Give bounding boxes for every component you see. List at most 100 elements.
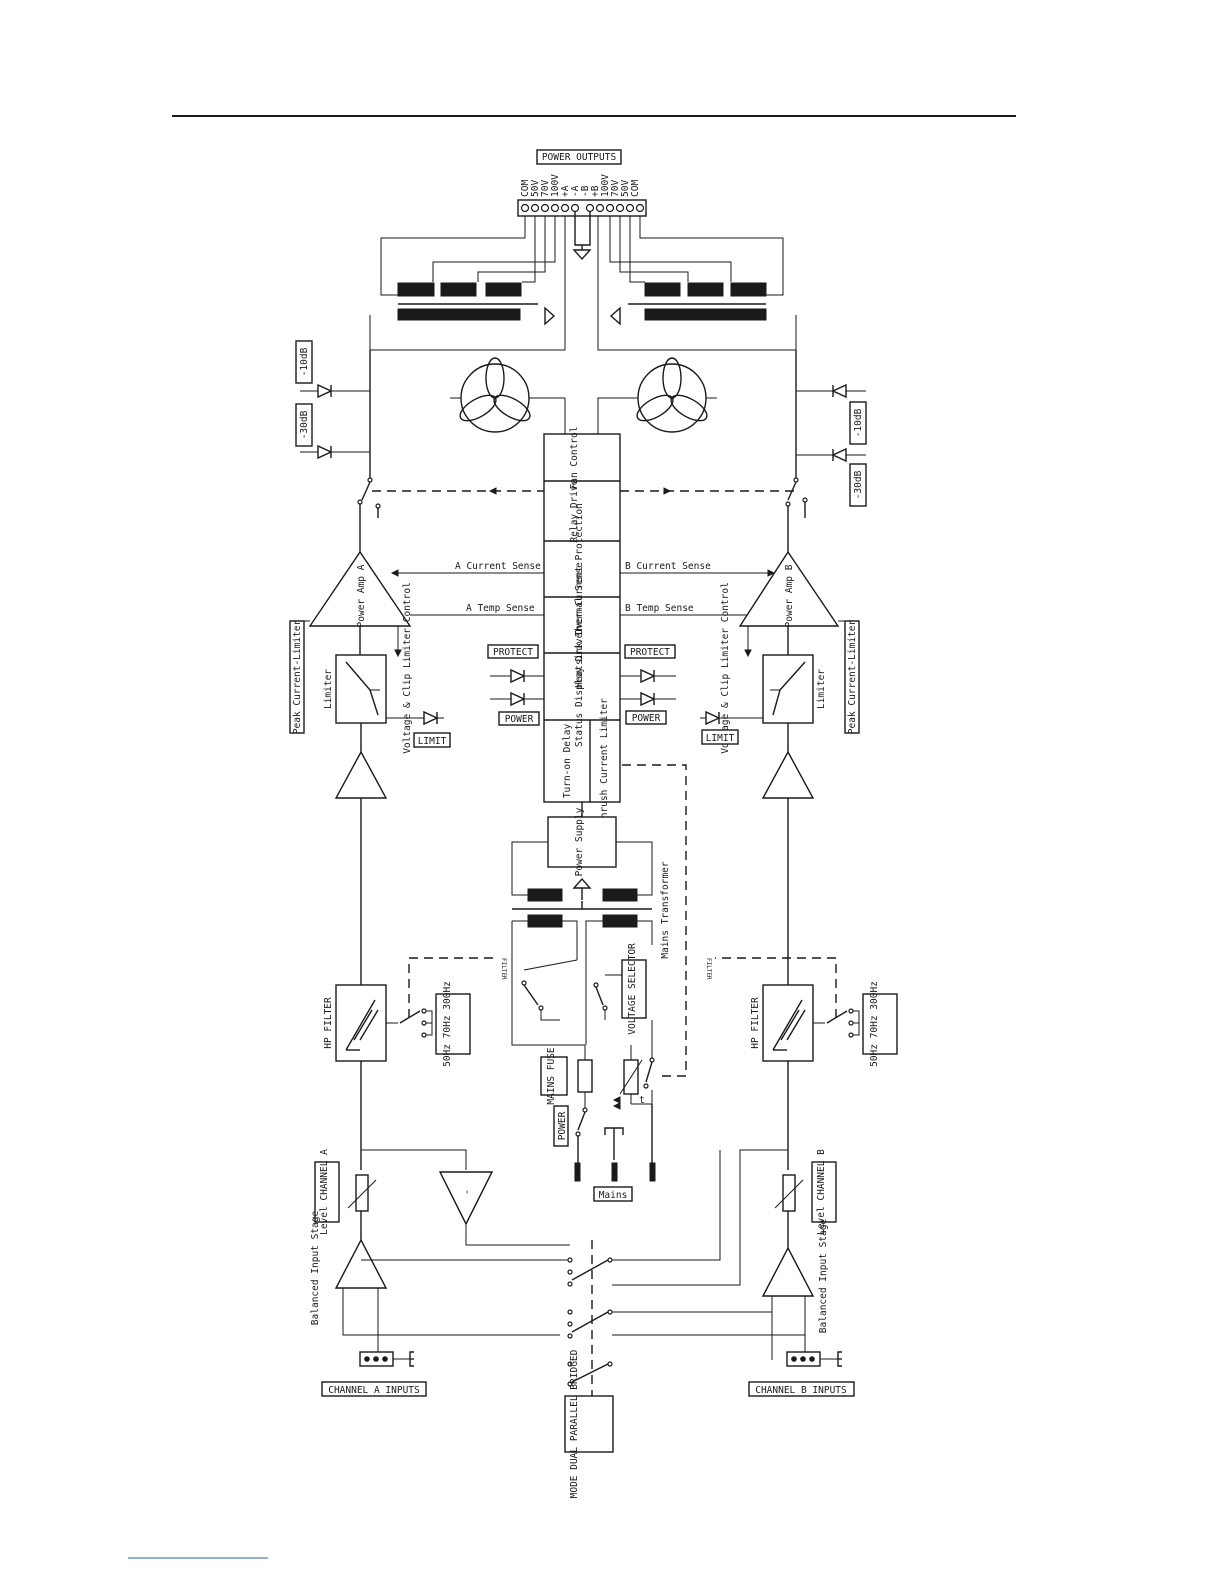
status-leds-b: PROTECT POWER — [620, 644, 676, 725]
terminal-label: COM — [520, 180, 531, 197]
power-amp-a: Power Amp A — [299, 550, 412, 658]
over-current-protection-label: Over-Current Protection — [574, 503, 585, 635]
protect-b-label: PROTECT — [630, 647, 670, 658]
limit-b-label: LIMIT — [706, 733, 735, 744]
power-outputs-block: POWER OUTPUTS COM 50V 70V 100V +A -A -B … — [517, 149, 647, 261]
led-minus30db-b-icon — [831, 447, 847, 463]
power-amp-b-label: Power Amp B — [784, 564, 795, 627]
b-current-sense-label: B Current Sense — [625, 561, 711, 572]
led-power-a-icon — [510, 691, 526, 707]
ground-icon — [572, 249, 592, 261]
filter-options-b-label: 50Hz 70Hz 300Hz — [869, 981, 880, 1067]
thermistor-t-label: t — [639, 1095, 645, 1106]
level-meter-b: -10dB -30dB — [795, 350, 867, 507]
terminal-labels: COM 50V 70V 100V +A -A -B +B 100V 70V 50… — [520, 174, 641, 197]
output-a-arrow-icon — [544, 306, 556, 326]
balanced-input-b-label: Balanced Input Stage — [818, 1219, 829, 1334]
limiter-b-label: Limiter — [816, 669, 827, 709]
limiter-a-label: Limiter — [323, 669, 334, 709]
minus-30db-b-label: -30dB — [853, 470, 864, 499]
led-protect-a-icon — [510, 668, 526, 684]
terminal-label: +B — [590, 185, 601, 197]
terminal-label: 100V — [550, 174, 561, 197]
voltage-selector-label: VOLTAGE SELECTOR — [627, 943, 638, 1035]
voltage-clip-a-label: Voltage & Clip Limiter Control — [402, 582, 413, 754]
channel-a-inputs-label: CHANNEL A INPUTS — [328, 1385, 420, 1396]
heatsink-thermal-sense-label: Heatsink Thermal Sense — [574, 562, 585, 688]
supply-ground-icon — [572, 877, 592, 889]
peak-current-limiter-a-label: Peak Current-Limiter — [292, 620, 303, 735]
terminal-screws — [520, 203, 645, 213]
terminal-strip — [517, 199, 647, 217]
mains-transformer-label: Mains Transformer — [660, 861, 671, 959]
filter-a-tag: FILTER — [500, 958, 507, 980]
control-block: Fan Control Relay Drive Over-Current Pro… — [543, 427, 621, 824]
level-b: Level CHANNEL B — [612, 1149, 837, 1286]
relay-drive-label: Relay Drive — [569, 479, 580, 542]
fan-a-icon — [450, 357, 566, 434]
minus-10db-a-label: -10dB — [299, 347, 310, 376]
mains-fuse-label: MAINS FUSE — [546, 1047, 557, 1104]
limit-a-label: LIMIT — [418, 736, 447, 747]
output-transformer-a — [369, 216, 566, 351]
led-minus30db-a-icon — [317, 444, 333, 460]
led-limit-a-icon — [423, 710, 439, 726]
terminal-label: COM — [630, 180, 641, 197]
terminal-label: -B — [580, 185, 591, 197]
peak-current-limiter-b-label: Peak Current-Limiter — [847, 620, 858, 735]
fan-control-label: Fan Control — [569, 427, 580, 490]
limiter-a: Limiter — [323, 654, 387, 752]
relay-a — [357, 477, 381, 560]
inverter-label: - — [462, 1189, 473, 1195]
led-limit-b-icon — [705, 710, 721, 726]
led-protect-b-icon — [640, 668, 656, 684]
output-transformer-b — [597, 216, 797, 351]
limiter-b: Limiter — [762, 654, 827, 752]
protect-a-label: PROTECT — [493, 647, 533, 658]
hp-filter-a: FILTER HP FILTER 50Hz 70Hz 300Hz — [323, 957, 507, 1170]
level-channel-a-label: Level CHANNEL A — [319, 1149, 330, 1235]
status-leds-a: PROTECT POWER — [487, 644, 544, 726]
status-display-driver-label: Status Display Driver — [574, 627, 585, 747]
terminal-label: 50V — [530, 180, 541, 197]
driver-amp-b — [761, 750, 815, 799]
terminal-label: 50V — [620, 180, 631, 197]
fan-b-icon — [597, 357, 717, 434]
power-outputs-label: POWER OUTPUTS — [542, 152, 617, 163]
power-amp-a-label: Power Amp A — [356, 564, 367, 627]
mode-label: MODE DUAL PARALLEL BRIDGED — [569, 1349, 580, 1498]
power-b-label: POWER — [632, 713, 661, 724]
power-amp-b: Power Amp B — [738, 550, 854, 658]
a-current-sense-label: A Current Sense — [455, 561, 541, 572]
power-supply: Power Supply Mains Transformer — [511, 802, 671, 959]
mains-input: MAINS FUSE POWER t Mains — [540, 1020, 656, 1202]
inverter-amp — [438, 1171, 494, 1226]
voltage-clip-b-label: Voltage & Clip Limiter Control — [720, 582, 731, 754]
minus-30db-a-label: -30dB — [299, 410, 310, 439]
level-channel-b-label: Level CHANNEL B — [816, 1149, 827, 1235]
balanced-input-a-label: Balanced Input Stage — [310, 1211, 321, 1326]
mains-label: Mains — [599, 1190, 628, 1201]
level-a: Level CHANNEL A — [314, 1149, 467, 1240]
led-minus10db-a-icon — [317, 383, 333, 399]
terminal-label: +A — [560, 185, 571, 197]
mode-switches: MODE DUAL PARALLEL BRIDGED — [564, 1150, 772, 1498]
turn-on-delay-label: Turn-on Delay — [562, 724, 573, 799]
terminal-label: 70V — [540, 180, 551, 197]
inrush-current-limiter-label: Inrush Current Limiter — [599, 698, 610, 824]
b-temp-sense-label: B Temp Sense — [625, 603, 694, 614]
mains-fuse-icon — [577, 1059, 593, 1093]
terminal-label: 70V — [610, 180, 621, 197]
led-power-b-icon — [640, 691, 656, 707]
minus-10db-b-label: -10dB — [853, 408, 864, 437]
channel-b-inputs: CHANNEL B INPUTS — [748, 1351, 855, 1397]
hp-filter-b: FILTER HP FILTER 50Hz 70Hz 300Hz — [705, 957, 898, 1170]
filter-options-a-label: 50Hz 70Hz 300Hz — [442, 981, 453, 1067]
input-stage-b: Balanced Input Stage — [612, 1219, 829, 1360]
channel-b-inputs-label: CHANNEL B INPUTS — [755, 1385, 847, 1396]
power-switch-label: POWER — [557, 1111, 568, 1140]
channel-a-inputs: CHANNEL A INPUTS — [321, 1351, 427, 1397]
sense-lines: A Current Sense B Current Sense A Temp S… — [390, 561, 776, 616]
terminal-label: 100V — [600, 174, 611, 197]
